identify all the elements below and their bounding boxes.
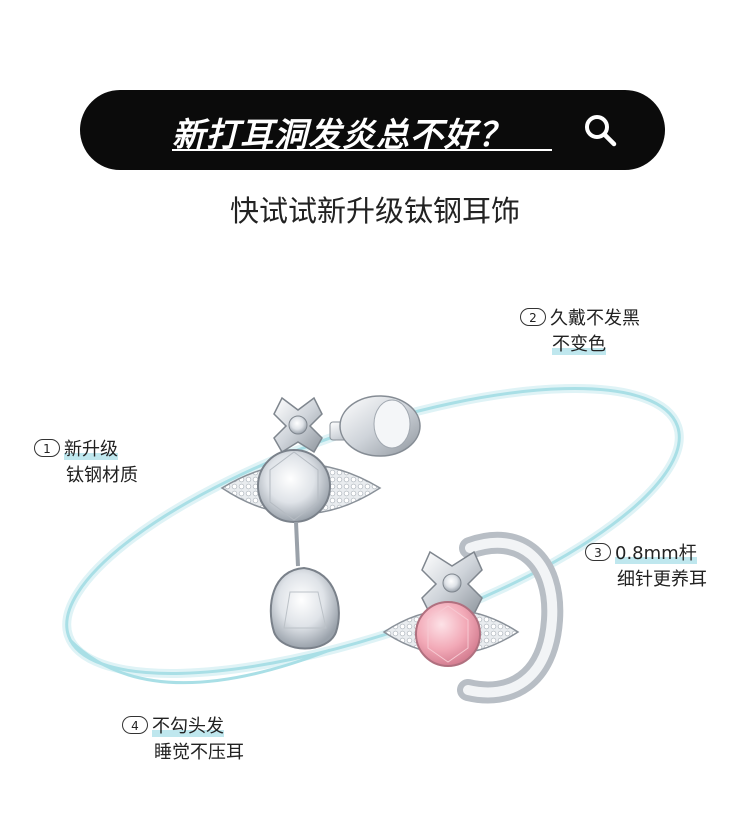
search-banner[interactable]: 新打耳洞发炎总不好？ (80, 90, 665, 170)
subtitle: 快试试新升级钛钢耳饰 (229, 194, 520, 228)
stud-earring (220, 395, 421, 650)
feature-line1: 0.8mm杆 (615, 543, 697, 564)
feature-number-badge: 4 (122, 716, 148, 734)
search-icon[interactable] (582, 112, 618, 148)
orbit-ring (62, 384, 684, 678)
feature-number-badge: 2 (520, 308, 546, 326)
feature-line2: 钛钢材质 (66, 465, 138, 486)
feature-number-badge: 3 (585, 543, 611, 561)
banner-underline (172, 149, 552, 151)
orbit-ring-front (68, 638, 331, 685)
banner-title: 新打耳洞发炎总不好？ (172, 115, 512, 154)
feature-line2: 睡觉不压耳 (154, 742, 244, 763)
feature-line1: 久戴不发黑 (550, 308, 640, 329)
feature-line1: 不勾头发 (152, 716, 224, 737)
feature-line2: 不变色 (552, 334, 606, 355)
feature-line1: 新升级 (64, 439, 118, 460)
feature-line2: 细针更养耳 (617, 569, 707, 590)
hoop-earring (382, 531, 564, 704)
feature-number-badge: 1 (34, 439, 60, 457)
